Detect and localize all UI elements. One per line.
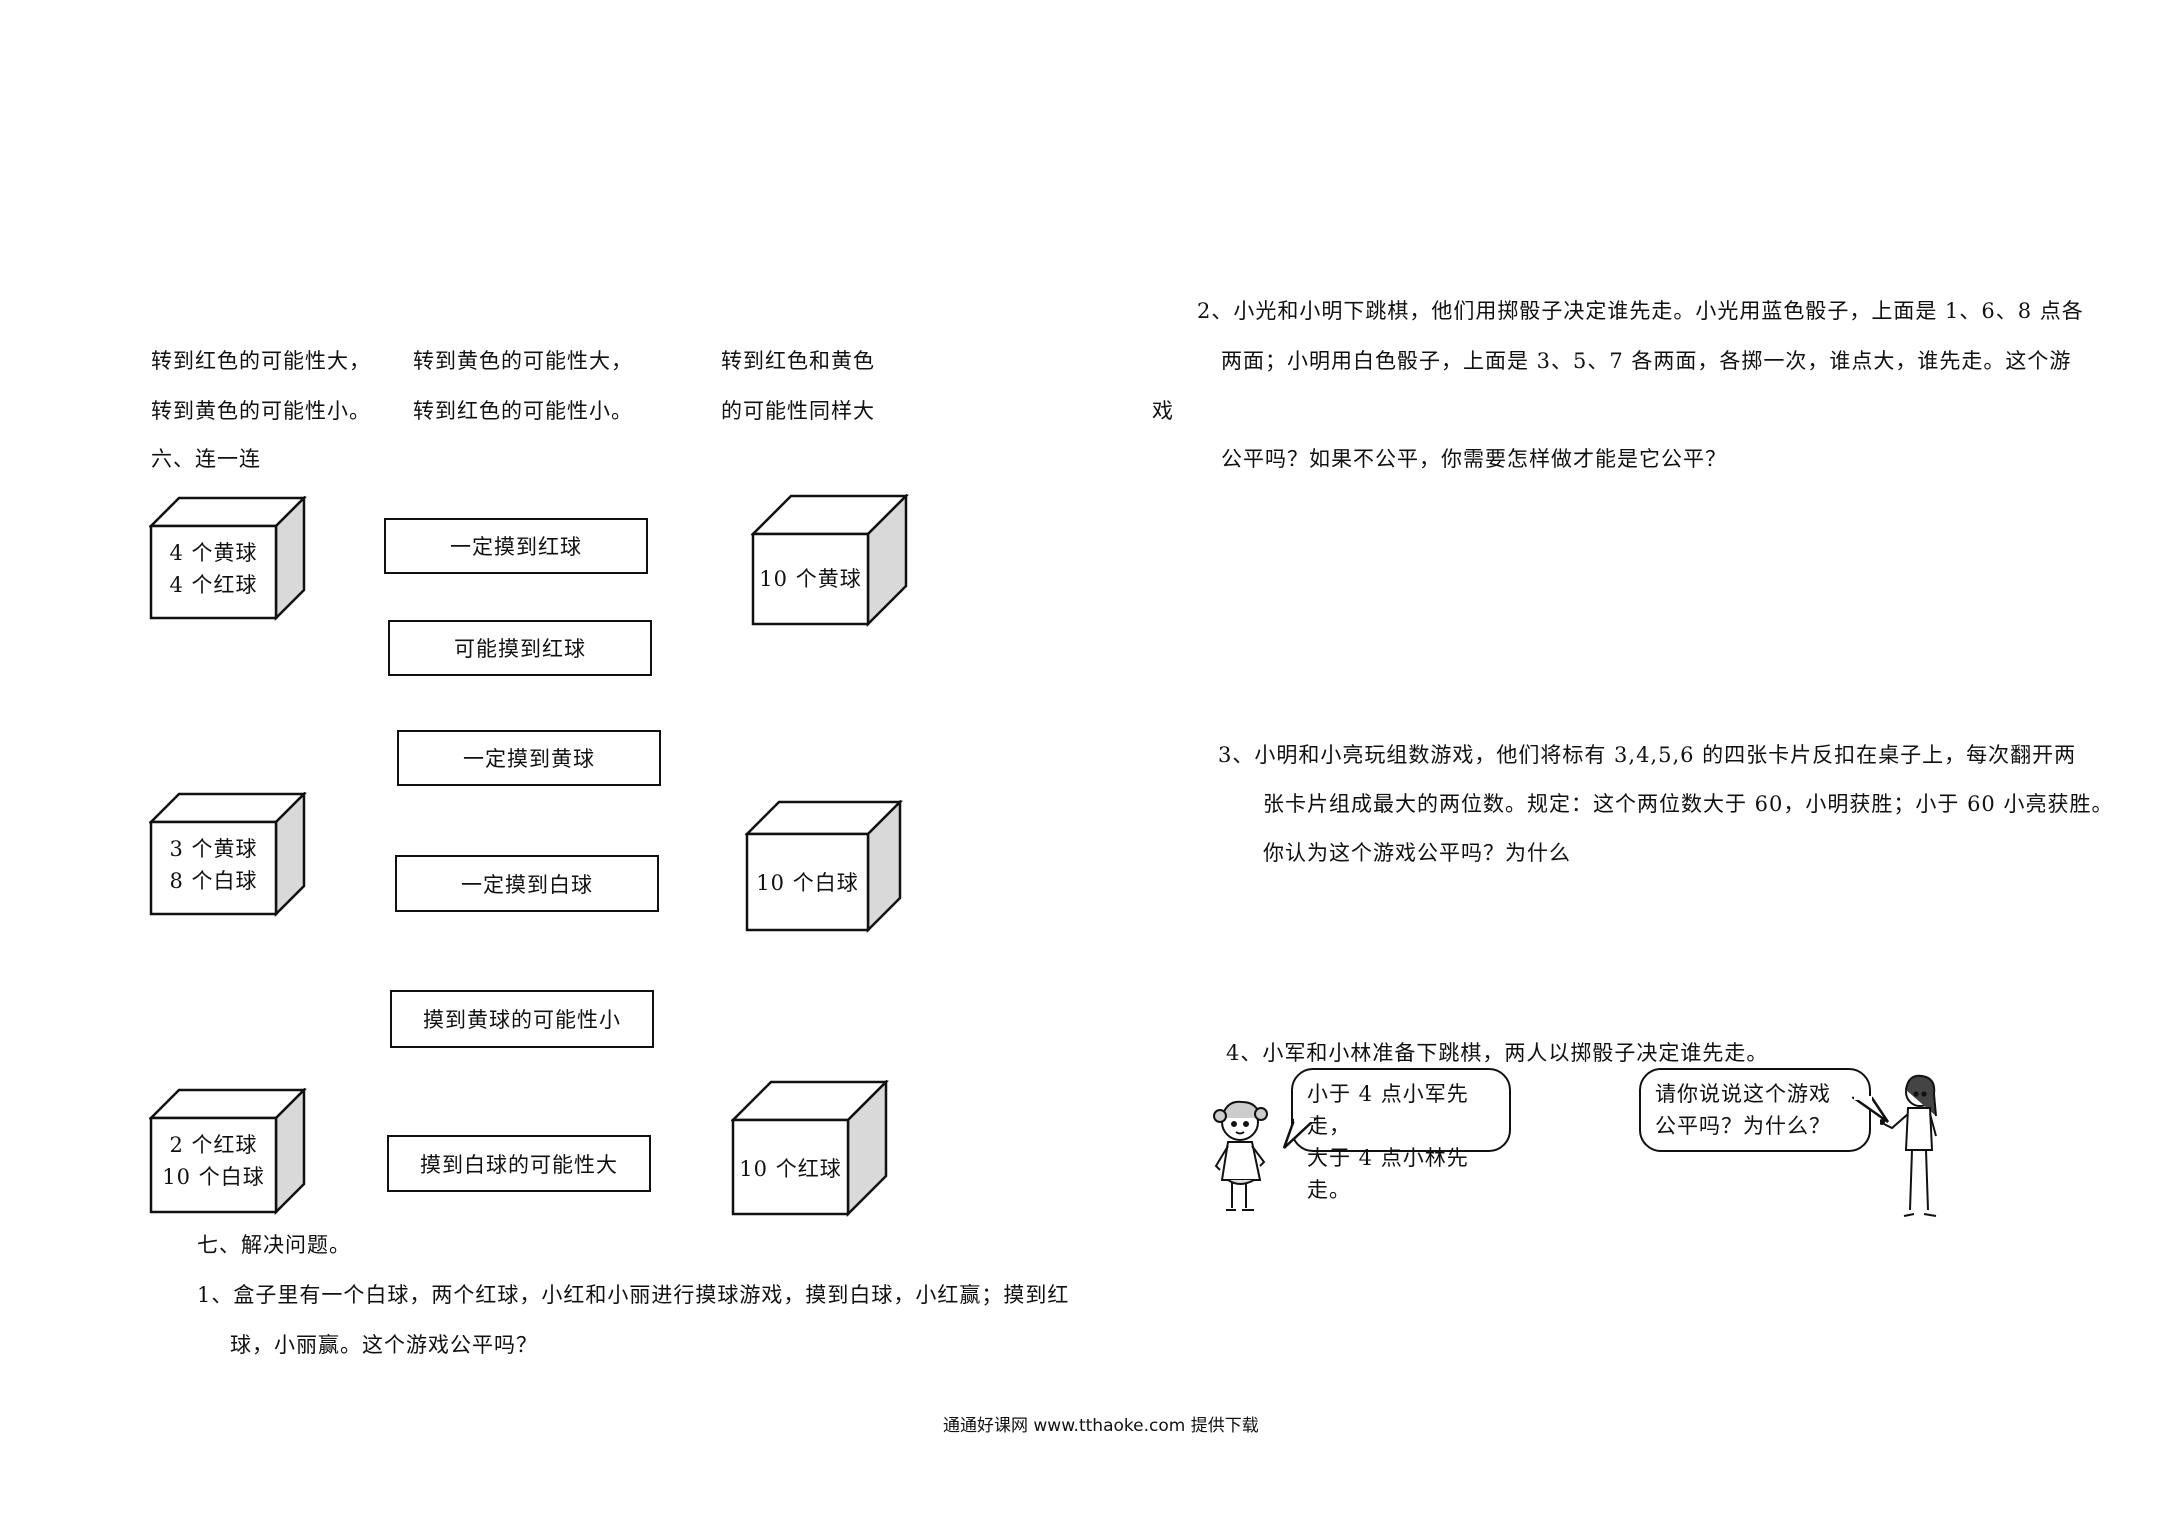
section7-title: 七、解决问题。 bbox=[197, 1233, 351, 1257]
speech-bubble-right: 请你说说这个游戏 公平吗？为什么？ bbox=[1639, 1068, 1871, 1152]
left-box-1: 4 个黄球 4 个红球 bbox=[149, 496, 307, 622]
q2-line2-wrap: 戏 bbox=[1152, 399, 1174, 423]
section7-q1-line2: 球，小丽赢。这个游戏公平吗？ bbox=[230, 1333, 538, 1357]
q3-line2: 张卡片组成最大的两位数。规定：这个两位数大于 60，小明获胜；小于 60 小亮获… bbox=[1263, 792, 2114, 816]
right-box-3: 10 个红球 bbox=[731, 1080, 889, 1218]
left-box-3-line1: 2 个红球 bbox=[169, 1133, 258, 1157]
statement-box-5[interactable]: 摸到黄球的可能性小 bbox=[390, 990, 654, 1048]
speech-bubble-left: 小于 4 点小军先走， 大于 4 点小林先走。 bbox=[1291, 1068, 1511, 1202]
spinner-option-a-line1: 转到红色的可能性大， bbox=[151, 349, 371, 373]
left-box-1-line2: 4 个红球 bbox=[169, 573, 258, 597]
speech-bubble-right-tail bbox=[1852, 1096, 1890, 1124]
footer-credit: 通通好课网 www.tthaoke.com 提供下载 bbox=[943, 1416, 1259, 1436]
q2-line1: 2、小光和小明下跳棋，他们用掷骰子决定谁先走。小光用蓝色骰子，上面是 1、6、8… bbox=[1197, 299, 2084, 323]
q4-line1: 4、小军和小林准备下跳棋，两人以掷骰子决定谁先走。 bbox=[1226, 1041, 1769, 1065]
spinner-option-b-line2: 转到红色的可能性小。 bbox=[413, 399, 633, 423]
right-box-2-label: 10 个白球 bbox=[756, 871, 859, 895]
right-box-3-label: 10 个红球 bbox=[739, 1157, 842, 1181]
section6-title: 六、连一连 bbox=[151, 447, 261, 471]
statement-box-4[interactable]: 一定摸到白球 bbox=[395, 855, 659, 912]
q2-line2: 两面；小明用白色骰子，上面是 3、5、7 各两面，各掷一次，谁点大，谁先走。这个… bbox=[1221, 349, 2072, 373]
q3-line1: 3、小明和小亮玩组数游戏，他们将标有 3,4,5,6 的四张卡片反扣在桌子上，每… bbox=[1218, 743, 2077, 767]
spinner-option-a-line2: 转到黄色的可能性小。 bbox=[151, 399, 371, 423]
section7-q1-line1: 1、盒子里有一个白球，两个红球，小红和小丽进行摸球游戏，摸到白球，小红赢；摸到红 bbox=[197, 1283, 1070, 1307]
speech-bubble-right-line2: 公平吗？为什么？ bbox=[1655, 1114, 1831, 1138]
right-box-1: 10 个黄球 bbox=[751, 494, 909, 628]
statement-box-3[interactable]: 一定摸到黄球 bbox=[397, 730, 661, 786]
spinner-option-c-line1: 转到红色和黄色 bbox=[721, 349, 875, 373]
speech-bubble-left-tail bbox=[1282, 1118, 1318, 1149]
girl-right-illustration bbox=[1879, 1070, 1948, 1232]
girl-left-illustration bbox=[1206, 1096, 1278, 1222]
statement-box-2[interactable]: 可能摸到红球 bbox=[388, 620, 652, 676]
right-box-2: 10 个白球 bbox=[745, 800, 903, 934]
q2-line3: 公平吗？如果不公平，你需要怎样做才能是它公平？ bbox=[1221, 447, 1727, 471]
left-box-2-line2: 8 个白球 bbox=[169, 869, 258, 893]
left-box-3: 2 个红球 10 个白球 bbox=[149, 1088, 307, 1216]
q3-line3: 你认为这个游戏公平吗？为什么 bbox=[1263, 841, 1571, 865]
spinner-option-b-line1: 转到黄色的可能性大， bbox=[413, 349, 633, 373]
left-box-2: 3 个黄球 8 个白球 bbox=[149, 792, 307, 918]
left-box-3-line2: 10 个白球 bbox=[162, 1165, 265, 1189]
spinner-option-c-line2: 的可能性同样大 bbox=[721, 399, 875, 423]
speech-bubble-left-line2: 大于 4 点小林先走。 bbox=[1307, 1146, 1469, 1202]
statement-box-1[interactable]: 一定摸到红球 bbox=[384, 518, 648, 574]
statement-box-6[interactable]: 摸到白球的可能性大 bbox=[387, 1135, 651, 1192]
right-box-1-label: 10 个黄球 bbox=[759, 567, 862, 591]
left-box-1-line1: 4 个黄球 bbox=[169, 541, 258, 565]
speech-bubble-right-line1: 请你说说这个游戏 bbox=[1655, 1082, 1831, 1106]
left-box-2-line1: 3 个黄球 bbox=[169, 837, 258, 861]
speech-bubble-left-line1: 小于 4 点小军先走， bbox=[1307, 1082, 1469, 1138]
